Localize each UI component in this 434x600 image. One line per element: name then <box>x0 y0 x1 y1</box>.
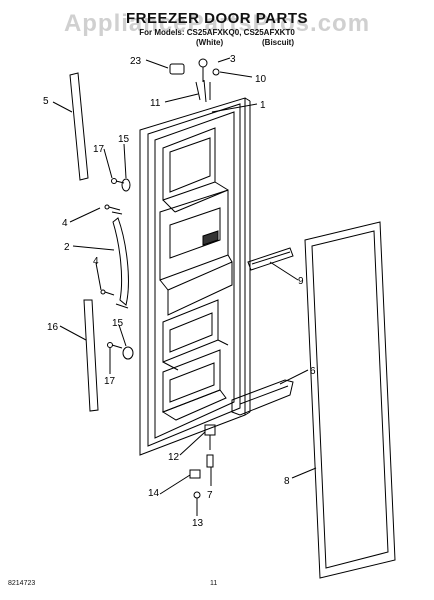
door-handle <box>112 217 129 306</box>
callout-8: 8 <box>284 476 290 487</box>
variant-biscuit: (Biscuit) <box>262 38 294 47</box>
lower-shelf <box>162 349 221 413</box>
callout-6: 6 <box>310 366 316 377</box>
dispenser-paddle <box>202 230 219 246</box>
door-inner-frame <box>147 103 241 447</box>
callout-9: 9 <box>298 276 304 287</box>
door-liner <box>154 111 235 439</box>
middle-shelf <box>162 299 219 363</box>
callout-23: 23 <box>130 56 142 67</box>
door-bin <box>231 379 294 416</box>
callout-17b: 17 <box>104 376 116 387</box>
callout-13: 13 <box>192 518 204 529</box>
callout-14: 14 <box>148 488 160 499</box>
door-outer-frame <box>139 97 246 456</box>
callout-12: 12 <box>168 452 180 463</box>
callout-17: 17 <box>93 144 105 155</box>
callout-5: 5 <box>43 96 49 107</box>
variant-white: (White) <box>196 38 224 47</box>
trim-strip-upper <box>69 72 89 181</box>
callout-10: 10 <box>255 74 267 85</box>
callout-4b: 4 <box>93 256 99 267</box>
callout-16: 16 <box>47 322 59 333</box>
callout-11: 11 <box>150 98 161 109</box>
trim-strip-lower <box>83 299 99 412</box>
shelf-rail <box>247 247 294 271</box>
callout-4: 4 <box>62 218 68 229</box>
watermark: AppliancePartsPros.com <box>63 10 371 37</box>
hinge-cap <box>169 63 185 75</box>
footer-code: 8214723 <box>8 580 36 587</box>
door-gasket <box>304 221 396 579</box>
callout-labels: 23 3 10 11 1 5 17 15 4 2 9 4 16 15 17 6 … <box>43 54 316 529</box>
callout-2: 2 <box>64 242 70 253</box>
callout-15: 15 <box>118 134 130 145</box>
callout-7: 7 <box>207 490 213 501</box>
page-number: 11 <box>210 580 218 587</box>
callout-1: 1 <box>260 100 266 111</box>
page-title: FREEZER DOOR PARTS <box>125 10 309 27</box>
callout-15b: 15 <box>112 318 124 329</box>
models-line: For Models: CS25AFXKQ0, CS25AFXKT0 <box>139 28 295 37</box>
callout-3: 3 <box>230 54 236 65</box>
